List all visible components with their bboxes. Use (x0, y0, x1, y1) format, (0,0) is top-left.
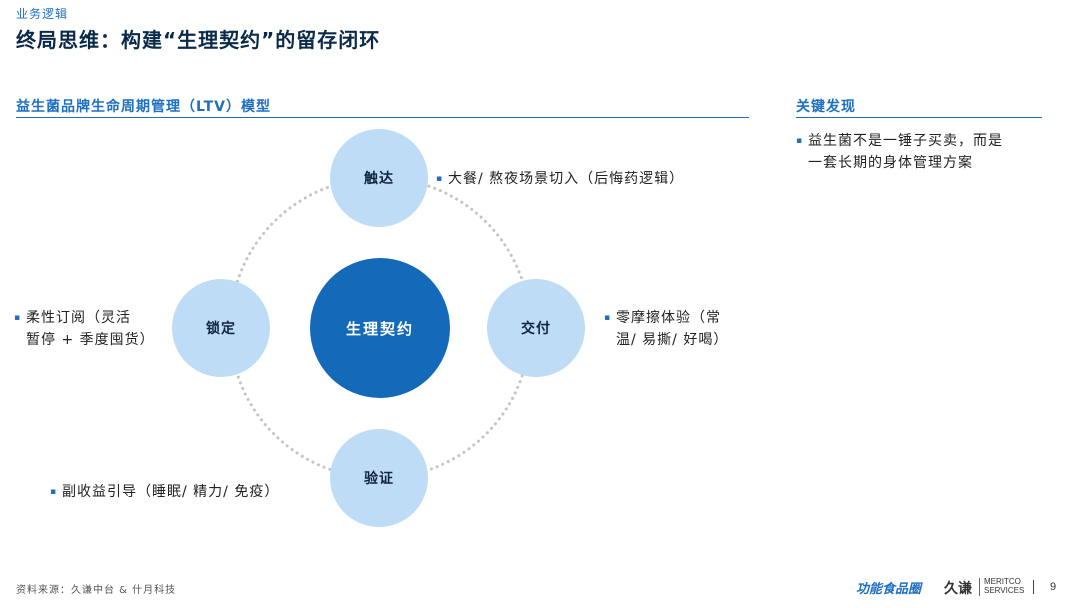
logo-divider (979, 578, 980, 596)
note-delivery-line-1: 零摩擦体验（常 (616, 310, 721, 326)
section-category: 业务逻辑 (16, 7, 69, 21)
node-reach: 触达 (330, 129, 428, 227)
source-citation: 资料来源：久谦中台 & 什月科技 (16, 585, 177, 596)
note-lock-in-line-1: 柔性订阅（灵活 (26, 310, 131, 326)
note-reach-text: 大餐/ 熬夜场景切入（后悔药逻辑） (448, 171, 685, 187)
meritco-logo-line-2: SERVICES (984, 586, 1025, 595)
findings-heading-underline (796, 117, 1042, 118)
note-delivery: ▪ 零摩擦体验（常 温/ 易撕/ 好喝） (604, 307, 774, 351)
finding-line-2: 一套长期的身体管理方案 (808, 155, 973, 171)
bullet-icon: ▪ (796, 136, 804, 146)
note-verify: ▪ 副收益引导（睡眠/ 精力/ 免疫） (50, 481, 340, 503)
node-reach-label: 触达 (364, 171, 394, 187)
node-lock-in: 锁定 (172, 279, 270, 377)
meritco-logo-text: MERITCO SERVICES (984, 577, 1024, 595)
note-lock-in: ▪ 柔性订阅（灵活 暂停 + 季度囤货） (14, 307, 184, 351)
functional-food-logo: 功能食品圈 (856, 582, 922, 597)
bullet-icon: ▪ (604, 313, 612, 323)
note-verify-text: 副收益引导（睡眠/ 精力/ 免疫） (62, 484, 280, 500)
bullet-icon: ▪ (436, 174, 444, 184)
page-title: 终局思维：构建“生理契约”的留存闭环 (16, 28, 381, 52)
node-delivery-label: 交付 (521, 321, 551, 337)
findings-heading: 关键发现 (796, 99, 856, 115)
node-verify: 验证 (330, 429, 428, 527)
center-node: 生理契约 (310, 258, 450, 398)
model-heading: 益生菌品牌生命周期管理（LTV）模型 (16, 99, 271, 115)
bullet-icon: ▪ (50, 487, 58, 497)
center-node-label: 生理契约 (345, 319, 414, 338)
model-heading-underline (16, 117, 749, 118)
meritco-logo: 久谦 (944, 581, 972, 597)
note-lock-in-line-2: 暂停 + 季度囤货） (26, 332, 155, 348)
node-lock-in-label: 锁定 (206, 321, 236, 337)
finding-line-1: 益生菌不是一锤子买卖，而是 (808, 133, 1003, 149)
meritco-logo-line-1: MERITCO (984, 577, 1021, 586)
note-reach: ▪ 大餐/ 熬夜场景切入（后悔药逻辑） (436, 168, 736, 190)
node-delivery: 交付 (487, 279, 585, 377)
key-finding: ▪ 益生菌不是一锤子买卖，而是 一套长期的身体管理方案 (796, 130, 1046, 174)
note-delivery-line-2: 温/ 易撕/ 好喝） (616, 332, 729, 348)
node-verify-label: 验证 (364, 471, 394, 487)
page-divider (1033, 580, 1034, 594)
page-number: 9 (1050, 581, 1057, 593)
bullet-icon: ▪ (14, 313, 22, 323)
